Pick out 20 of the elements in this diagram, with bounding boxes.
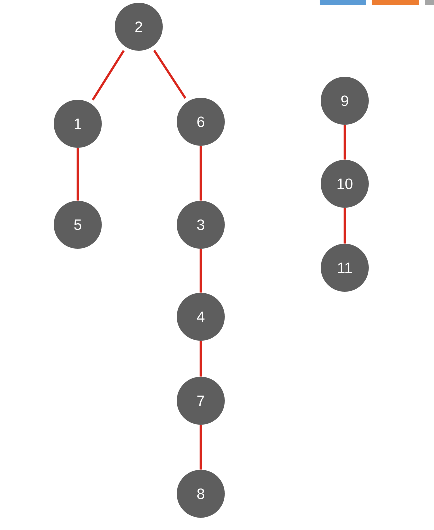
connector-line [344,125,346,160]
tree-node: 2 [115,3,163,51]
tree-node: 1 [54,100,102,148]
connector-line [200,425,202,470]
tree-node: 4 [177,293,225,341]
connector-line [153,50,186,99]
connector-line [344,208,346,244]
tree-node: 11 [321,244,369,292]
tree-node: 5 [54,201,102,249]
tree-node: 7 [177,377,225,425]
connector-line [92,50,125,101]
connector-line [76,148,80,201]
tree-node: 10 [321,160,369,208]
tree-node: 3 [177,201,225,249]
connector-line [200,249,202,293]
connector-line [200,146,202,201]
connector-line [200,341,202,377]
tree-node: 8 [177,470,225,518]
tree-node: 6 [177,98,225,146]
tree-node: 9 [321,77,369,125]
